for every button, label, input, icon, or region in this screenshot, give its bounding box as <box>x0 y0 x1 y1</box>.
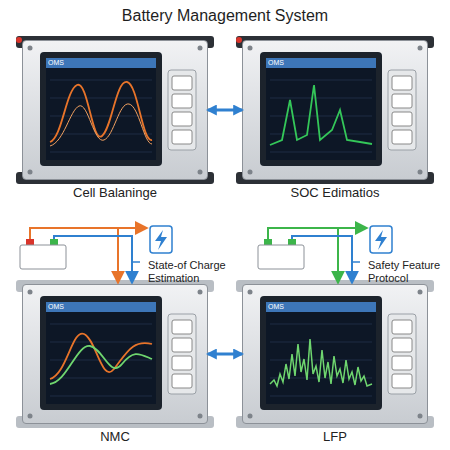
connector-layer <box>208 110 242 354</box>
device-label: SOC Edimatios <box>233 185 437 200</box>
mounting-ears <box>16 36 434 428</box>
signal-wire <box>54 236 132 282</box>
screen-label: OMS <box>268 59 298 67</box>
battery-terminal <box>26 239 34 245</box>
battery-body <box>20 245 66 269</box>
battery-terminal <box>264 239 272 245</box>
signal-wire <box>292 236 352 282</box>
lightning-bolt <box>375 230 387 250</box>
signal-wire <box>352 236 360 262</box>
lightning-icon <box>150 226 172 253</box>
double-arrow <box>208 109 242 112</box>
signal-wire <box>132 236 140 262</box>
battery-right <box>258 239 304 269</box>
diagram-title: Battery Management System <box>0 7 450 25</box>
battery-body <box>258 245 304 269</box>
callout-text: State-of Charge Estimation <box>148 259 240 284</box>
battery-terminal <box>50 239 58 245</box>
callout-text: Safety Feature Protocol <box>368 259 450 284</box>
icon-frame <box>150 226 172 253</box>
battery-left <box>20 239 66 269</box>
device-label: NMC <box>13 429 217 444</box>
icon-frame <box>370 226 392 253</box>
screen-label: OMS <box>48 303 78 311</box>
battery-terminal <box>288 239 296 245</box>
lightning-icon <box>370 226 392 253</box>
power-wire <box>118 227 146 229</box>
lightning-bolt <box>155 230 167 250</box>
power-wire <box>338 227 366 229</box>
status-led <box>16 37 22 43</box>
screen-label: OMS <box>48 59 78 67</box>
status-led <box>236 37 242 43</box>
device-label: Cell Balaninge <box>13 185 217 200</box>
double-arrow <box>208 353 242 356</box>
device-label: LFP <box>233 429 437 444</box>
screen-label: OMS <box>268 303 298 311</box>
